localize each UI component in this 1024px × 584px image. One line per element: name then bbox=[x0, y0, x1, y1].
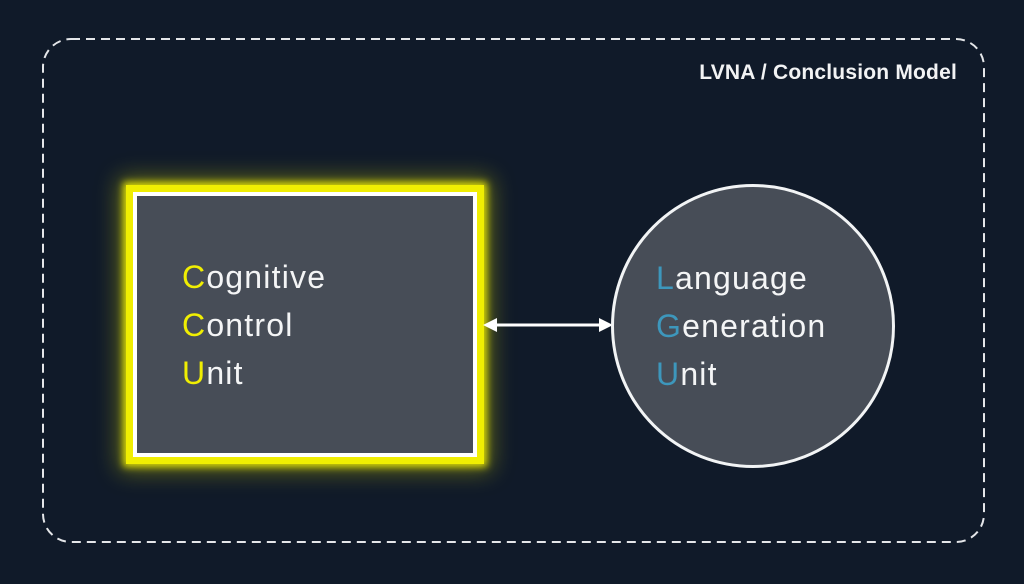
node-label-ccu: Cognitive Control Unit bbox=[137, 196, 473, 453]
diagram-title: LVNA / Conclusion Model bbox=[699, 61, 957, 84]
node-line: Language bbox=[656, 254, 892, 302]
node-cognitive-control-unit: Cognitive Control Unit bbox=[133, 192, 477, 457]
node-line: Control bbox=[182, 301, 473, 349]
node-label-lgu: Language Generation Unit bbox=[614, 187, 892, 465]
line-rest: nit bbox=[206, 354, 244, 391]
node-line: Cognitive bbox=[182, 253, 473, 301]
line-rest: nit bbox=[680, 356, 718, 392]
initial-letter: G bbox=[656, 308, 683, 344]
node-line: Unit bbox=[656, 350, 892, 398]
line-rest: ognitive bbox=[206, 258, 327, 295]
initial-letter: C bbox=[182, 258, 207, 295]
node-line: Unit bbox=[182, 349, 473, 397]
initial-letter: L bbox=[656, 260, 675, 296]
initial-letter: U bbox=[182, 354, 207, 391]
initial-letter: C bbox=[182, 306, 207, 343]
line-rest: ontrol bbox=[206, 306, 294, 343]
line-rest: anguage bbox=[675, 260, 808, 296]
initial-letter: U bbox=[656, 356, 681, 392]
node-language-generation-unit: Language Generation Unit bbox=[611, 184, 895, 468]
line-rest: eneration bbox=[682, 308, 827, 344]
bidirectional-arrow-connector bbox=[483, 318, 613, 332]
node-line: Generation bbox=[656, 302, 892, 350]
